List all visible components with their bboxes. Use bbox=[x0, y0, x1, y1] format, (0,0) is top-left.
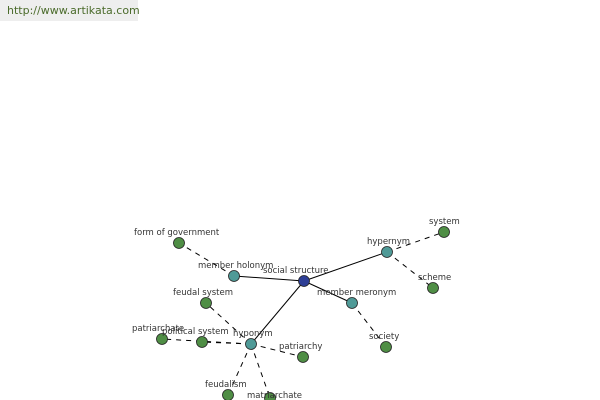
edge-hyponym-to-feudal-system bbox=[205, 302, 252, 345]
nodes-layer bbox=[156, 226, 450, 400]
edge-member-holonym-to-form-of-government bbox=[178, 242, 235, 277]
node-matriarchate[interactable] bbox=[264, 392, 276, 400]
node-label-political-system[interactable]: political system bbox=[162, 327, 229, 337]
node-label-member-meronym[interactable]: member meronym bbox=[317, 288, 396, 298]
node-member-meronym[interactable] bbox=[346, 297, 358, 309]
edge-hyponym-to-political-system bbox=[201, 341, 252, 345]
edge-hyponym-to-matriarchate bbox=[250, 343, 271, 399]
edge-hypernym-to-system bbox=[386, 231, 445, 253]
node-label-patriarchate[interactable]: patriarchate bbox=[132, 324, 184, 334]
node-label-member-holonym[interactable]: member holonym bbox=[198, 261, 273, 271]
node-scheme[interactable] bbox=[427, 282, 439, 294]
node-patriarchate[interactable] bbox=[156, 333, 168, 345]
node-label-feudalism[interactable]: feudalism bbox=[205, 380, 247, 390]
edge-social-structure-to-hypernym bbox=[303, 251, 388, 282]
node-label-feudal-system[interactable]: feudal system bbox=[173, 288, 233, 298]
node-political-system[interactable] bbox=[196, 336, 208, 348]
edges-layer bbox=[161, 231, 445, 399]
node-label-social-structure[interactable]: social structure bbox=[263, 266, 329, 276]
edge-hyponym-to-patriarchy bbox=[250, 343, 304, 358]
node-label-scheme[interactable]: scheme bbox=[418, 273, 451, 283]
node-feudalism[interactable] bbox=[222, 389, 234, 400]
node-form-of-government[interactable] bbox=[173, 237, 185, 249]
node-social-structure[interactable] bbox=[298, 275, 310, 287]
node-member-holonym[interactable] bbox=[228, 270, 240, 282]
edge-social-structure-to-hyponym bbox=[250, 280, 305, 345]
node-system[interactable] bbox=[438, 226, 450, 238]
node-label-form-of-government[interactable]: form of government bbox=[134, 228, 220, 238]
node-feudal-system[interactable] bbox=[200, 297, 212, 309]
edge-social-structure-to-member-holonym bbox=[233, 275, 305, 282]
node-label-patriarchy[interactable]: patriarchy bbox=[279, 342, 322, 352]
node-label-matriarchate[interactable]: matriarchate bbox=[247, 391, 302, 400]
edge-social-structure-to-member-meronym bbox=[303, 280, 353, 304]
node-label-society[interactable]: society bbox=[369, 332, 399, 342]
node-hypernym[interactable] bbox=[381, 246, 393, 258]
node-patriarchy[interactable] bbox=[297, 351, 309, 363]
node-label-hypernym[interactable]: hypernym bbox=[367, 237, 410, 247]
source-url-link[interactable]: http://www.artikata.com bbox=[0, 0, 140, 21]
node-hyponym[interactable] bbox=[245, 338, 257, 350]
node-label-system[interactable]: system bbox=[429, 217, 460, 227]
node-society[interactable] bbox=[380, 341, 392, 353]
node-label-hyponym[interactable]: hyponym bbox=[233, 329, 273, 339]
